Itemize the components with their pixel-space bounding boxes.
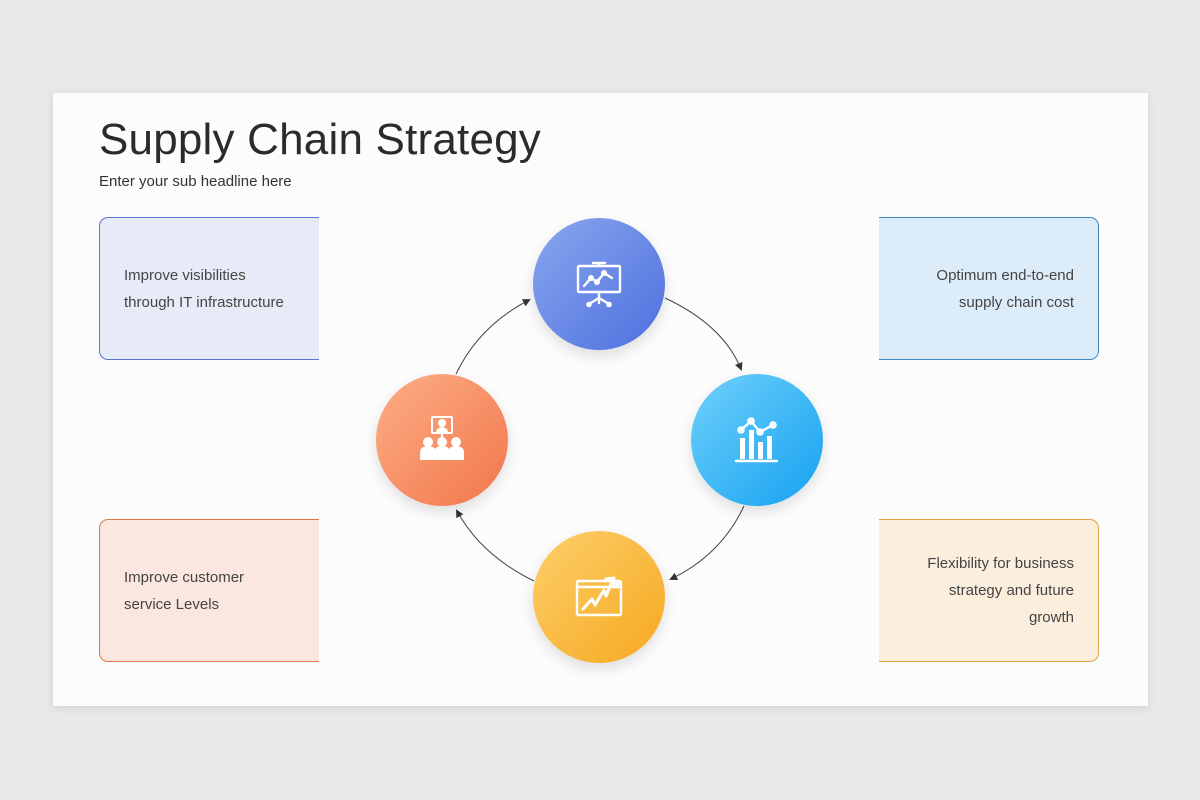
cycle-connectors: [455, 297, 745, 582]
card-bottom-right: Flexibility for business strategy and fu…: [879, 519, 1099, 662]
cycle-node-top: [533, 218, 665, 350]
card-text: Optimum end-to-end supply chain cost: [936, 262, 1074, 316]
card-text: Improve visibilities through IT infrastr…: [124, 262, 284, 316]
page-subtitle: Enter your sub headline here: [99, 173, 292, 190]
card-line: through IT infrastructure: [124, 293, 284, 311]
growth-arrow-window-icon: [575, 576, 623, 617]
card-text: Improve customer service Levels: [124, 564, 244, 618]
card-text: Flexibility for business strategy and fu…: [927, 550, 1074, 631]
card-line: Flexibility for business: [927, 555, 1074, 572]
bar-line-chart-icon: [734, 417, 779, 463]
page-title: Supply Chain Strategy: [99, 115, 542, 164]
card-line: Improve visibilities: [124, 266, 246, 284]
slide: Supply Chain Strategy Enter your sub hea…: [53, 93, 1148, 706]
card-line: Optimum end-to-end: [936, 266, 1074, 284]
cycle-node-right: [691, 374, 823, 506]
arrow-top-to-right: [664, 297, 743, 371]
cycle-node-bottom: [533, 531, 665, 663]
presentation-board-icon: [576, 261, 622, 308]
card-top-left: Improve visibilities through IT infrastr…: [99, 217, 319, 360]
team-meeting-icon: [420, 416, 464, 460]
arrow-bottom-to-left: [456, 509, 535, 582]
card-line: growth: [1028, 609, 1074, 626]
card-line: supply chain cost: [958, 293, 1074, 311]
arrow-left-to-top: [455, 299, 531, 375]
card-line: Improve customer: [124, 568, 245, 586]
card-line: service Levels: [124, 595, 220, 613]
card-top-right: Optimum end-to-end supply chain cost: [879, 217, 1099, 360]
card-line: strategy and future: [948, 582, 1074, 599]
card-bottom-left: Improve customer service Levels: [99, 519, 319, 662]
arrow-right-to-bottom: [669, 505, 745, 581]
cycle-node-left: [376, 374, 508, 506]
